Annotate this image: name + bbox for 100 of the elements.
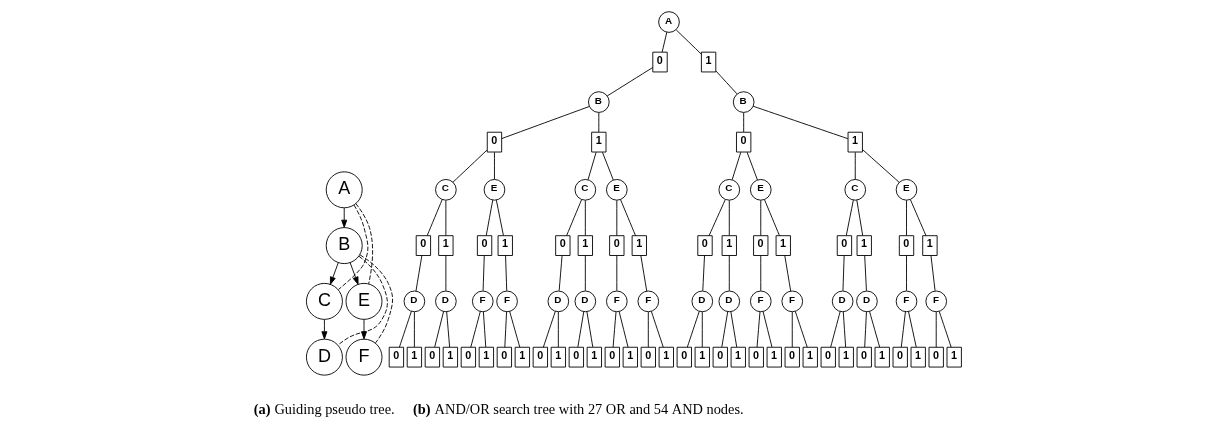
connector xyxy=(752,105,848,140)
connector xyxy=(759,199,761,236)
connector xyxy=(905,199,907,236)
node-box: 0 xyxy=(486,131,502,153)
node-box: 1 xyxy=(694,346,710,368)
node-box: 1 xyxy=(946,346,962,368)
arrow xyxy=(329,262,339,285)
node-box: 1 xyxy=(838,346,854,368)
connector xyxy=(720,311,728,348)
node-box: 1 xyxy=(775,235,791,256)
connector xyxy=(728,199,730,236)
connector xyxy=(863,311,867,348)
connector xyxy=(842,255,845,292)
connector xyxy=(661,31,667,53)
node-box: 1 xyxy=(658,346,674,368)
connector xyxy=(584,255,586,292)
node-box: 1 xyxy=(921,235,938,256)
connector xyxy=(398,311,412,348)
node-box: 0 xyxy=(752,235,768,256)
connector xyxy=(606,67,653,97)
connector xyxy=(576,311,584,348)
node-circle: C xyxy=(843,179,866,201)
node-circle: F xyxy=(749,290,772,313)
connector xyxy=(485,199,493,236)
node-box: 1 xyxy=(437,235,454,256)
connector xyxy=(746,151,758,181)
node-circle: A xyxy=(657,11,680,33)
node-circle: F xyxy=(345,338,382,376)
node-box: 0 xyxy=(554,235,570,256)
connector xyxy=(675,29,702,55)
node-box: 0 xyxy=(424,346,440,368)
connector xyxy=(469,311,481,348)
connector xyxy=(938,311,952,348)
node-circle: B xyxy=(587,91,610,113)
connector xyxy=(445,311,450,348)
connector xyxy=(565,199,582,237)
connector xyxy=(868,311,880,348)
node-box: 0 xyxy=(735,131,751,153)
connector xyxy=(686,311,700,348)
connector xyxy=(415,255,422,292)
node-circle: F xyxy=(495,290,518,313)
node-circle: D xyxy=(574,290,596,313)
connector xyxy=(558,255,563,292)
node-box: 0 xyxy=(898,235,914,256)
connector xyxy=(855,199,863,236)
connector xyxy=(763,199,780,237)
node-box: 1 xyxy=(766,346,782,368)
node-box: 1 xyxy=(586,346,602,368)
connector xyxy=(585,311,593,348)
node-box: 1 xyxy=(730,346,746,368)
node-box: 0 xyxy=(712,346,728,368)
connector xyxy=(842,311,846,348)
node-box: 1 xyxy=(497,235,513,256)
connector xyxy=(452,149,487,183)
node-circle: E xyxy=(345,282,382,320)
connector xyxy=(708,199,726,237)
connector xyxy=(854,151,856,180)
connector xyxy=(731,151,741,181)
connector xyxy=(587,151,597,181)
connector xyxy=(426,199,443,237)
connector xyxy=(907,311,917,348)
node-circle: C xyxy=(305,282,343,320)
node-circle: D xyxy=(547,290,569,313)
node-circle: F xyxy=(637,290,659,313)
connector xyxy=(729,311,737,348)
node-circle: E xyxy=(483,179,505,201)
node-box: 0 xyxy=(608,235,624,256)
node-box: 1 xyxy=(874,346,890,368)
connector xyxy=(794,311,808,348)
node-circle: E xyxy=(749,179,772,201)
node-box: 1 xyxy=(802,346,818,368)
connector xyxy=(639,255,647,292)
label: (a) Guiding pseudo tree. xyxy=(253,400,395,417)
arrow xyxy=(349,262,358,285)
connector xyxy=(500,106,590,139)
node-box: 0 xyxy=(640,346,656,368)
node-circle: E xyxy=(605,179,628,201)
connector xyxy=(701,255,705,292)
node-box: 0 xyxy=(388,346,404,368)
node-circle: F xyxy=(895,290,917,313)
connector xyxy=(742,112,744,133)
node-circle: B xyxy=(325,227,363,265)
connector xyxy=(618,311,628,348)
node-circle: F xyxy=(471,290,494,313)
connector xyxy=(791,311,793,348)
node-box: 0 xyxy=(532,346,548,368)
node-box: 1 xyxy=(514,346,530,368)
connector xyxy=(909,199,926,237)
connector xyxy=(444,255,446,292)
connector xyxy=(905,255,907,292)
node-box: 1 xyxy=(406,346,422,368)
arrow xyxy=(340,207,347,228)
node-circle: A xyxy=(325,171,363,209)
node-box: 0 xyxy=(856,346,872,368)
connector xyxy=(935,311,937,348)
connector xyxy=(930,255,936,292)
connector xyxy=(584,199,586,236)
label: (b) AND/OR search tree with 27 OR and 54 AND nodes. xyxy=(412,400,744,417)
node-circle: D xyxy=(718,290,740,313)
node-box: 0 xyxy=(892,346,908,368)
